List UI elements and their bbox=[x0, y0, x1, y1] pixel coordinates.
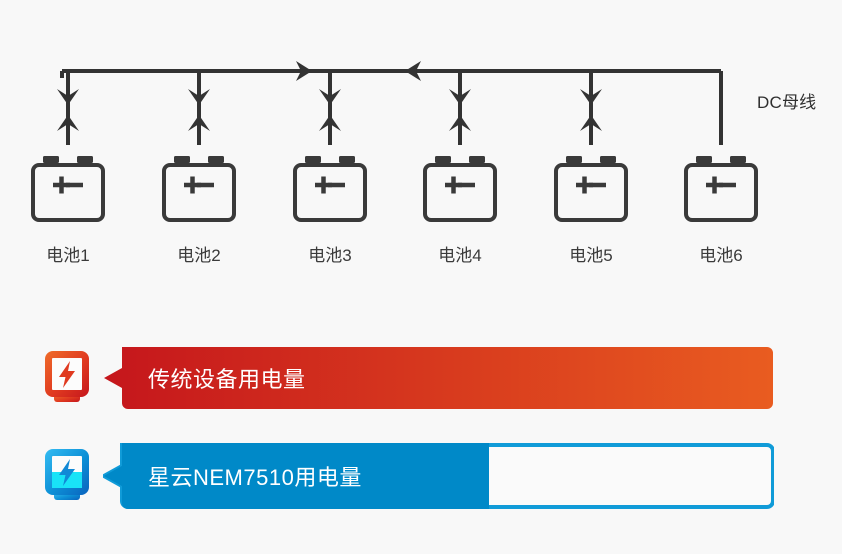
battery-label-6: 电池6 bbox=[699, 246, 743, 265]
battery-icon-1 bbox=[31, 156, 105, 222]
bus-arrow-left-icon bbox=[405, 61, 421, 81]
battery-label-5: 电池5 bbox=[569, 246, 613, 265]
battery-terminal-positive bbox=[566, 156, 582, 163]
battery-terminal-negative bbox=[339, 156, 355, 163]
traditional-bar-shape bbox=[104, 347, 773, 409]
battery-icon-6 bbox=[684, 156, 758, 222]
battery-body bbox=[162, 163, 236, 222]
diagram-svg bbox=[31, 61, 758, 222]
nem7510-bar-fill-inner bbox=[104, 445, 489, 507]
battery-icon-5 bbox=[554, 156, 628, 222]
drop-arrow-up-icon-2 bbox=[188, 115, 210, 131]
dc-bus-label: DC母线 bbox=[757, 93, 817, 112]
battery-body bbox=[293, 163, 367, 222]
drop-arrow-up-icon-1 bbox=[57, 115, 79, 131]
drop-arrow-up-icon-5 bbox=[580, 115, 602, 131]
drop-arrow-down-icon-3 bbox=[319, 89, 341, 105]
bus-arrow-right-icon bbox=[296, 61, 312, 81]
battery-terminal-positive bbox=[43, 156, 59, 163]
battery-label-3: 电池3 bbox=[308, 246, 352, 265]
drop-arrow-down-icon-2 bbox=[188, 89, 210, 105]
battery-terminal-negative bbox=[208, 156, 224, 163]
power-meter-icon-blue bbox=[40, 447, 94, 505]
comparison-row-nem7510: 星云NEM7510用电量 bbox=[0, 441, 842, 511]
comparison-row-traditional: 传统设备用电量 bbox=[0, 343, 842, 413]
bus-flow-arrows bbox=[296, 61, 421, 81]
battery-terminal-negative bbox=[77, 156, 93, 163]
battery-label-2: 电池2 bbox=[177, 246, 221, 265]
battery-label-1: 电池1 bbox=[46, 246, 90, 265]
battery-icon-4 bbox=[423, 156, 497, 222]
battery-terminal-positive bbox=[435, 156, 451, 163]
battery-terminal-negative bbox=[469, 156, 485, 163]
battery-terminal-negative bbox=[600, 156, 616, 163]
battery-terminal-positive bbox=[696, 156, 712, 163]
battery-terminal-negative bbox=[730, 156, 746, 163]
battery-icon-2 bbox=[162, 156, 236, 222]
drop-arrow-down-icon-4 bbox=[449, 89, 471, 105]
battery-terminal-positive bbox=[174, 156, 190, 163]
drop-arrow-down-icon-1 bbox=[57, 89, 79, 105]
drop-arrow-down-icon-5 bbox=[580, 89, 602, 105]
traditional-usage-bar: 传统设备用电量 bbox=[103, 345, 774, 411]
nem7510-usage-bar: 星云NEM7510用电量 bbox=[103, 443, 774, 509]
battery-terminal-positive bbox=[305, 156, 321, 163]
drop-arrow-up-icon-3 bbox=[319, 115, 341, 131]
battery-label-4: 电池4 bbox=[438, 246, 482, 265]
battery-body bbox=[31, 163, 105, 222]
dc-bus-diagram: DC母线 电池1 电池2 电池3 电池4 电池5 电池6 bbox=[31, 61, 817, 265]
battery-icon-3 bbox=[293, 156, 367, 222]
power-meter-icon-red bbox=[40, 349, 94, 407]
battery-body bbox=[554, 163, 628, 222]
battery-body bbox=[684, 163, 758, 222]
drop-arrow-up-icon-4 bbox=[449, 115, 471, 131]
battery-body bbox=[423, 163, 497, 222]
